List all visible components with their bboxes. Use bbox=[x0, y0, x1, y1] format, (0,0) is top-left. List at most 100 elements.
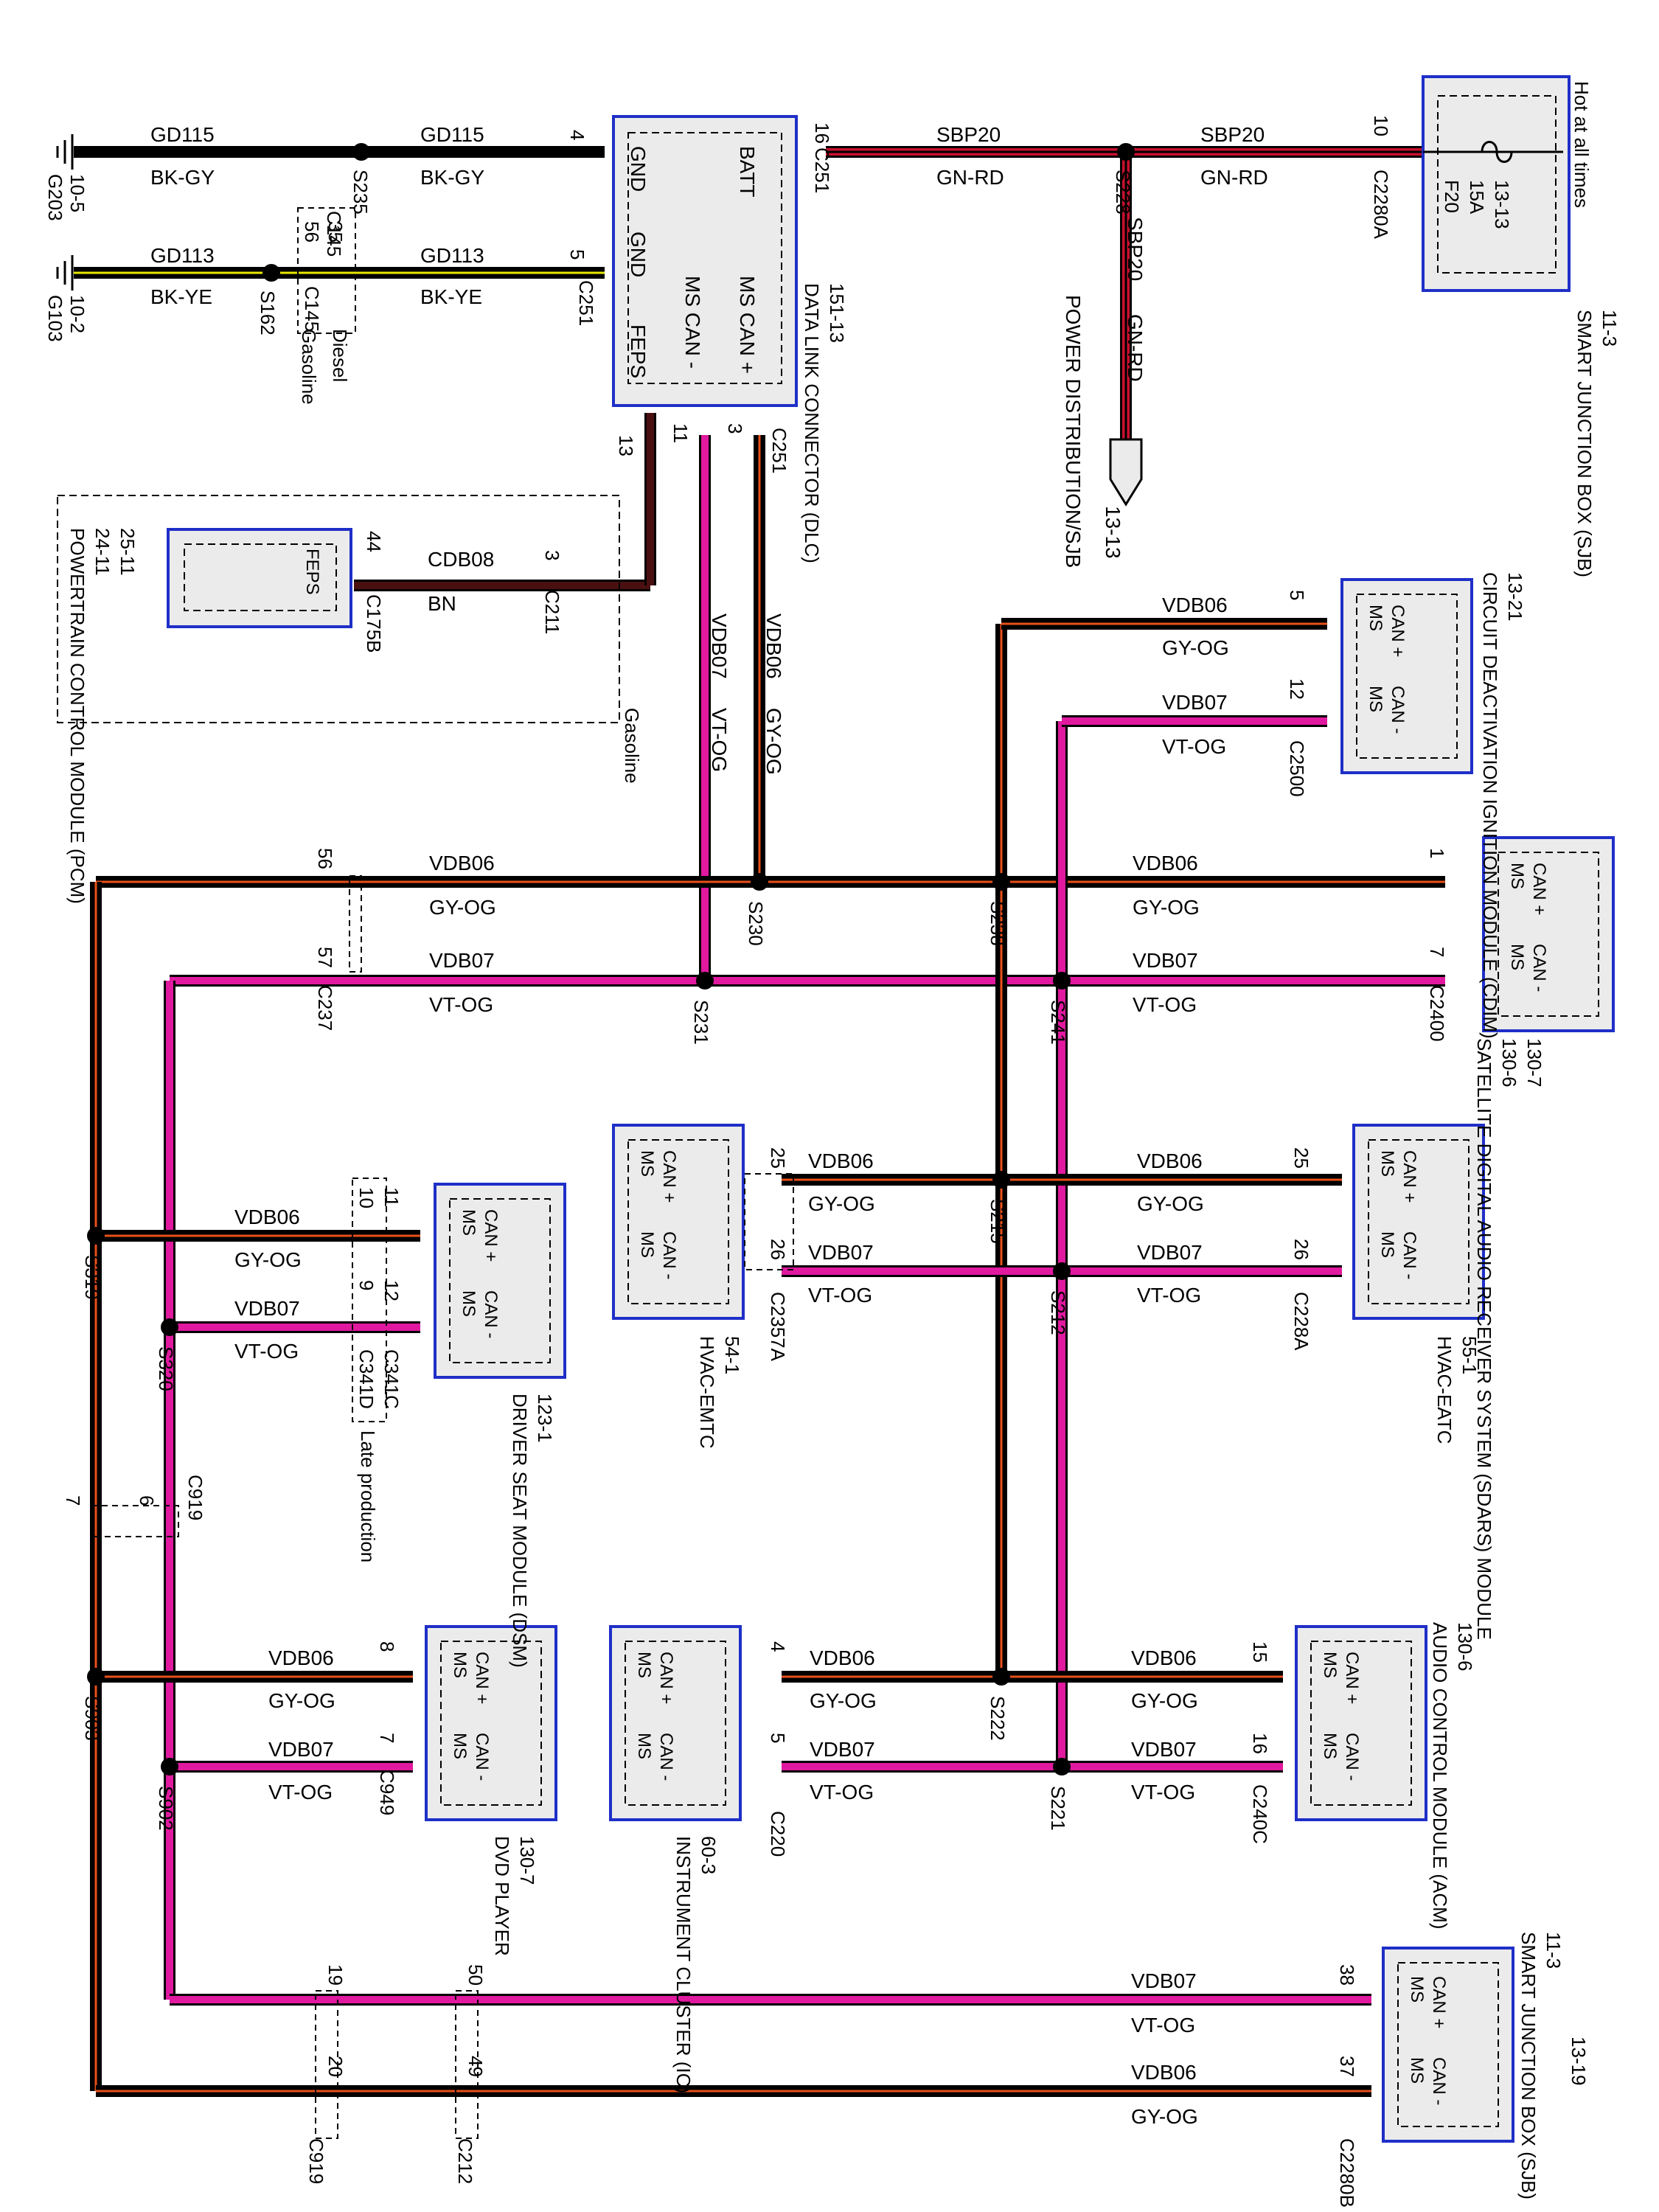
dvd-box bbox=[425, 1625, 557, 1821]
pin-label-32: 16 bbox=[1249, 1733, 1271, 1754]
sjb-top-inner bbox=[1437, 95, 1557, 274]
wire-color-gyog-ic: GY-OG bbox=[810, 1689, 877, 1712]
splice-s241-dot bbox=[1053, 972, 1071, 990]
splice-s238-dot bbox=[992, 873, 1010, 891]
hvac-emtc-ms-label-2: MS bbox=[637, 1231, 657, 1258]
pin-label-5: 11 bbox=[669, 423, 692, 443]
ref-label-44: Late production bbox=[357, 1430, 379, 1562]
hvac-eatc-box bbox=[1352, 1124, 1485, 1320]
acm-can-plus-label: CAN + bbox=[1342, 1652, 1362, 1704]
ref-label-23: C145 bbox=[323, 211, 345, 257]
f20-label: F20 bbox=[1441, 180, 1463, 213]
splice-s228-dot bbox=[1117, 143, 1135, 161]
wire-label-gd115-right: GD115 bbox=[420, 123, 484, 146]
dlc-pin-batt: BATT bbox=[736, 146, 759, 197]
ref-label-3: S230 bbox=[745, 901, 767, 946]
sdars-inner bbox=[1498, 852, 1599, 1017]
ref-label-6: S241 bbox=[1047, 1000, 1069, 1045]
dsm-ms-label-2: MS bbox=[459, 1290, 479, 1317]
dvd-ref: 130-7 bbox=[516, 1836, 538, 1885]
cdim-inner bbox=[1356, 594, 1458, 759]
sjb-top-ref: 11-3 bbox=[1599, 310, 1621, 347]
pin-label-29: 4 bbox=[767, 1641, 789, 1652]
acm-box bbox=[1295, 1625, 1427, 1821]
ref-label-41: Gasoline bbox=[621, 708, 643, 784]
wire-color-gyog-bottom: GY-OG bbox=[1131, 2105, 1198, 2128]
hvac-emtc-box bbox=[612, 1124, 745, 1320]
wire-color-vtog-bus-right: VT-OG bbox=[1133, 993, 1197, 1016]
hvac-emtc-can-plus-label: CAN + bbox=[659, 1150, 679, 1203]
ref-label-27: C2500 bbox=[1286, 740, 1308, 797]
wire-color-gyog-emtc: GY-OG bbox=[808, 1192, 875, 1215]
modules bbox=[57, 75, 1615, 2143]
dlc-pin-ms-can-minus: MS CAN - bbox=[681, 276, 704, 369]
splice-s320-dot bbox=[161, 1318, 178, 1336]
c919-bracket-bottom bbox=[315, 1990, 338, 2139]
ref-label-1: S162 bbox=[257, 291, 279, 335]
wire-color-vtog-emtc: VT-OG bbox=[808, 1284, 872, 1307]
wire-label-vdb06-bus-right: VDB06 bbox=[1133, 852, 1198, 874]
wire-layer bbox=[74, 146, 1445, 2097]
hvac-eatc-ms-label-1: MS bbox=[1377, 1150, 1397, 1177]
pcm-ref1: 24-11 bbox=[91, 528, 114, 576]
sdars-name: SATELLITE DIGITAL AUDIO RECEIVER SYSTEM … bbox=[1473, 1038, 1495, 1640]
acm-ms-label-1: MS bbox=[1320, 1652, 1340, 1678]
ref-label-4: S231 bbox=[690, 1000, 712, 1045]
hvac-eatc-ref: 55-1 bbox=[1458, 1336, 1481, 1374]
c919-bracket-top bbox=[91, 1505, 179, 1537]
splice-s162-dot bbox=[262, 264, 280, 282]
wire-label-vdb07-dsm: VDB07 bbox=[234, 1297, 300, 1320]
pin-label-1: 5 bbox=[566, 249, 588, 260]
splice-dots bbox=[87, 143, 1135, 1775]
pin-label-0: 4 bbox=[566, 130, 588, 140]
cdim-ms-label-1: MS bbox=[1366, 605, 1385, 631]
dvd-can-plus-label: CAN + bbox=[472, 1652, 492, 1704]
wire-color-gyog-acm: GY-OG bbox=[1131, 1689, 1198, 1712]
hvac-emtc-can-minus-label: CAN - bbox=[659, 1231, 679, 1279]
c212-bracket bbox=[455, 1990, 479, 2139]
cdim-ms-label-2: MS bbox=[1366, 686, 1385, 712]
wire-label-vdb06-emtc: VDB06 bbox=[808, 1150, 874, 1172]
ref-label-30: C2357A bbox=[767, 1292, 789, 1362]
wire-label-cdb08: CDB08 bbox=[428, 548, 494, 571]
sjb-bottom-inner bbox=[1397, 1962, 1499, 2127]
ic-inner bbox=[625, 1641, 726, 1806]
wire-color-vtog-dvd: VT-OG bbox=[268, 1781, 333, 1804]
pin-label-37: 38 bbox=[1336, 1964, 1358, 1986]
wire-label-vdb06-acm: VDB06 bbox=[1131, 1646, 1197, 1669]
f20-amp: 15A bbox=[1466, 180, 1488, 215]
dlc-pin-ms-can-plus: MS CAN + bbox=[736, 276, 759, 374]
wire-label-vdb06-bus-left: VDB06 bbox=[429, 852, 495, 874]
wire-color-bkye-right: BK-YE bbox=[420, 285, 482, 308]
hvac-emtc-inner bbox=[627, 1139, 729, 1304]
ref-label-11: S319 bbox=[81, 1255, 103, 1300]
pin-label-21: 11 bbox=[380, 1187, 403, 1207]
reference-labels: S235S162S228S230S231S238S241S215S212S222… bbox=[44, 115, 1448, 2208]
wire-label-vdb06-bottom: VDB06 bbox=[1131, 2061, 1197, 2084]
wire-color-bkye-left: BK-YE bbox=[150, 285, 212, 308]
dlc-ref: 151-13 bbox=[826, 283, 848, 343]
cdim-can-minus-label: CAN - bbox=[1388, 686, 1408, 734]
wire-color-gyog-vert: GY-OG bbox=[762, 708, 785, 775]
dvd-inner bbox=[440, 1641, 542, 1806]
wire-label-vdb07-bus-left: VDB07 bbox=[429, 949, 495, 972]
dvd-can-minus-label: CAN - bbox=[472, 1733, 492, 1781]
hvac-eatc-inner bbox=[1368, 1139, 1470, 1304]
wire-color-gyog-dsm: GY-OG bbox=[234, 1248, 302, 1271]
wire-label-vdb07-acm: VDB07 bbox=[1131, 1738, 1197, 1761]
hvac-emtc-name: HVAC-EMTC bbox=[696, 1336, 718, 1449]
wire-color-gyog-cdim: GY-OG bbox=[1162, 636, 1229, 659]
ref-label-29: C2400 bbox=[1426, 985, 1448, 1042]
pin-label-10: 3 bbox=[541, 550, 563, 560]
power-distribution-terminal-icon bbox=[1109, 438, 1143, 507]
wire-color-gyog-bus-left: GY-OG bbox=[429, 896, 496, 919]
dsm-inner bbox=[449, 1198, 551, 1363]
hot-at-all-times: Hot at all times bbox=[1571, 81, 1593, 208]
sdars-can-minus-label: CAN - bbox=[1529, 944, 1549, 992]
pin-label-20: 26 bbox=[1290, 1239, 1312, 1260]
wire-color-vtog-bottom: VT-OG bbox=[1131, 2014, 1195, 2037]
wire-label-vdb07-bottom: VDB07 bbox=[1131, 1969, 1197, 1992]
pcm-ref2: 25-11 bbox=[116, 528, 139, 576]
ref-label-16: 10-5 bbox=[66, 174, 88, 212]
